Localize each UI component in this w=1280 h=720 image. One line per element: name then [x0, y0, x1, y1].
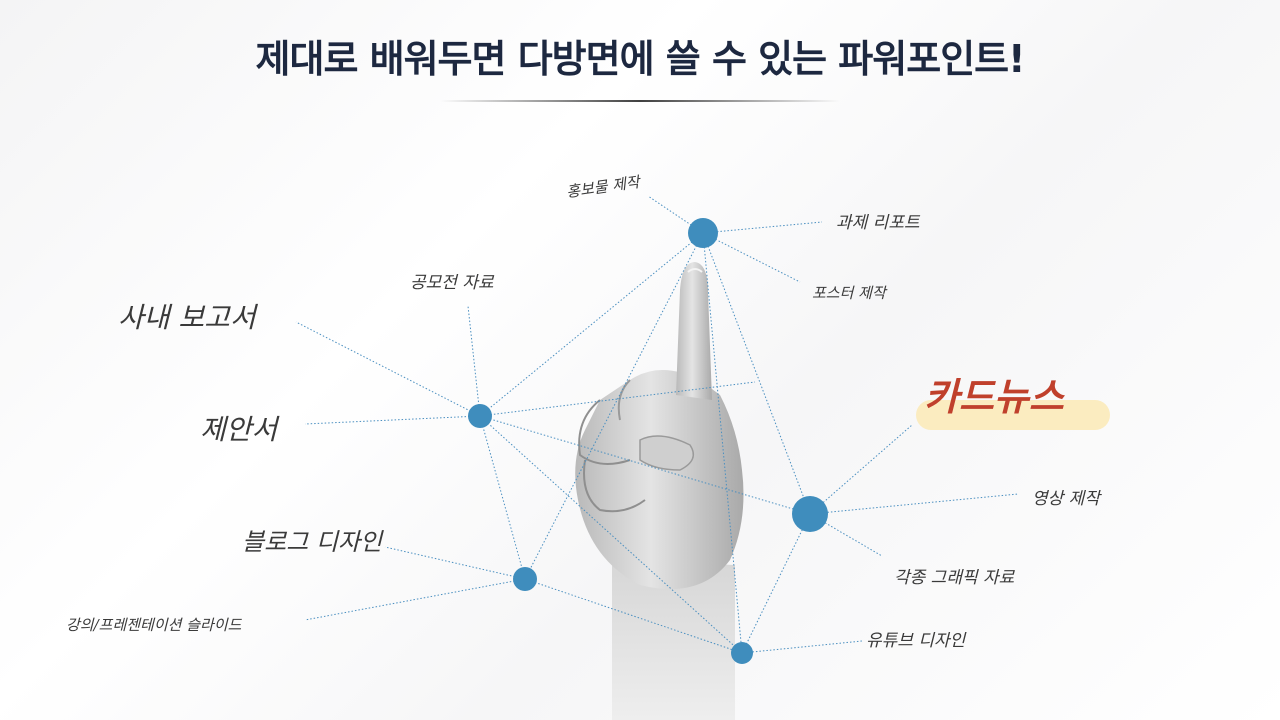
- line-top-poster: [702, 232, 801, 283]
- line-cardnews-youtube: [741, 513, 811, 654]
- line-blog-lecture: [304, 578, 526, 621]
- line-top-proposal: [479, 232, 704, 417]
- line-cardnews-label: [809, 424, 913, 515]
- title-underline: [440, 100, 840, 102]
- line-top-cardnews: [702, 232, 811, 515]
- line-proposal-right: [479, 381, 756, 417]
- line-proposal-contest: [467, 305, 481, 417]
- line-proposal-label: [304, 415, 481, 425]
- label-card-news: 카드뉴스: [924, 374, 1064, 419]
- line-youtube-label: [741, 640, 863, 654]
- label-blog: 블로그 디자인: [242, 528, 383, 556]
- node-proposal: [468, 404, 492, 428]
- label-video: 영상 제작: [1032, 489, 1100, 509]
- line-proposal-blog: [479, 415, 526, 580]
- label-internal-report: 사내 보고서: [118, 301, 256, 334]
- label-assignment: 과제 리포트: [836, 213, 920, 233]
- label-proposal: 제안서: [200, 413, 278, 446]
- line-top-assignment: [702, 221, 823, 234]
- node-top: [688, 218, 718, 248]
- label-poster: 포스터 제작: [812, 284, 886, 302]
- line-proposal-youtube: [479, 415, 743, 654]
- node-blog: [513, 567, 537, 591]
- hand-illustration: [575, 262, 744, 720]
- nodes: [468, 218, 828, 664]
- label-contest: 공모전 자료: [410, 273, 494, 293]
- line-proposal-internal: [295, 321, 481, 417]
- line-proposal-cardnews: [479, 415, 811, 515]
- connection-lines: [295, 195, 1019, 654]
- line-blog-label: [384, 546, 526, 580]
- page-title: 제대로 배워두면 다방면에 쓸 수 있는 파워포인트!: [255, 37, 1026, 81]
- line-cardnews-video: [809, 493, 1019, 515]
- node-youtube: [731, 642, 753, 664]
- label-graphics: 각종 그래픽 자료: [894, 568, 1015, 588]
- label-lecture: 강의/프레젠테이션 슬라이드: [66, 616, 242, 634]
- label-youtube: 유튜브 디자인: [866, 631, 966, 651]
- line-top-youtube: [702, 232, 743, 654]
- card-news-highlight: [916, 400, 1110, 430]
- node-cardnews: [792, 496, 828, 532]
